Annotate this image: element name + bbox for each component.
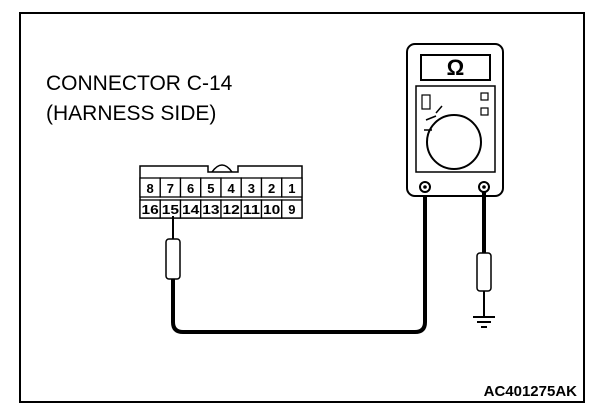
frame-border — [19, 12, 585, 403]
ground-probe-body — [476, 252, 492, 292]
pin-bottom-label: 9 — [288, 202, 295, 217]
test-probe-icon — [165, 238, 181, 280]
meter-jack-left-center — [423, 185, 427, 189]
pin-top-label: 2 — [268, 181, 275, 196]
pin-top-label: 7 — [167, 181, 174, 196]
pin-bottom-label: 11 — [243, 202, 260, 217]
pin-bottom-cell — [281, 199, 303, 219]
pin-bottom-label: 13 — [202, 202, 219, 217]
pin-bottom-label: 14 — [182, 202, 200, 217]
ground-lead — [473, 192, 495, 328]
meter-indicator-a — [480, 92, 489, 101]
figure-reference: AC401275AK — [484, 383, 578, 400]
connector-name-label: CONNECTOR C-14 — [46, 72, 233, 95]
pin-top-label: 6 — [187, 181, 194, 196]
connector-latch — [211, 164, 233, 173]
meter-indicator-b — [480, 107, 489, 116]
dial-mark-3 — [435, 105, 443, 114]
connector-side-label: (HARNESS SIDE) — [46, 102, 216, 125]
meter-display — [420, 54, 491, 81]
pin-bottom-label: 10 — [263, 202, 280, 217]
pin-top-label: 5 — [207, 181, 214, 196]
pin-top-label: 1 — [288, 181, 295, 196]
pin-bottom-label: 12 — [223, 202, 240, 217]
pin-top-label: 3 — [248, 181, 255, 196]
ohmmeter-icon: Ω — [406, 43, 504, 197]
meter-jack-right-center — [482, 185, 486, 189]
test-lead-wire — [171, 192, 427, 334]
left-probe — [165, 216, 181, 280]
pin-top-cell — [281, 177, 303, 198]
meter-switch — [421, 94, 431, 110]
pin-top-label: 8 — [147, 181, 154, 196]
meter-display-symbol: Ω — [447, 55, 465, 80]
ground-symbol-icon — [473, 316, 495, 328]
meter-dial — [426, 114, 482, 170]
pin-bottom-label: 16 — [142, 202, 159, 217]
pin-bottom-label: 15 — [162, 202, 179, 217]
pin-top-label: 4 — [228, 181, 236, 196]
dial-mark-1 — [425, 115, 437, 121]
